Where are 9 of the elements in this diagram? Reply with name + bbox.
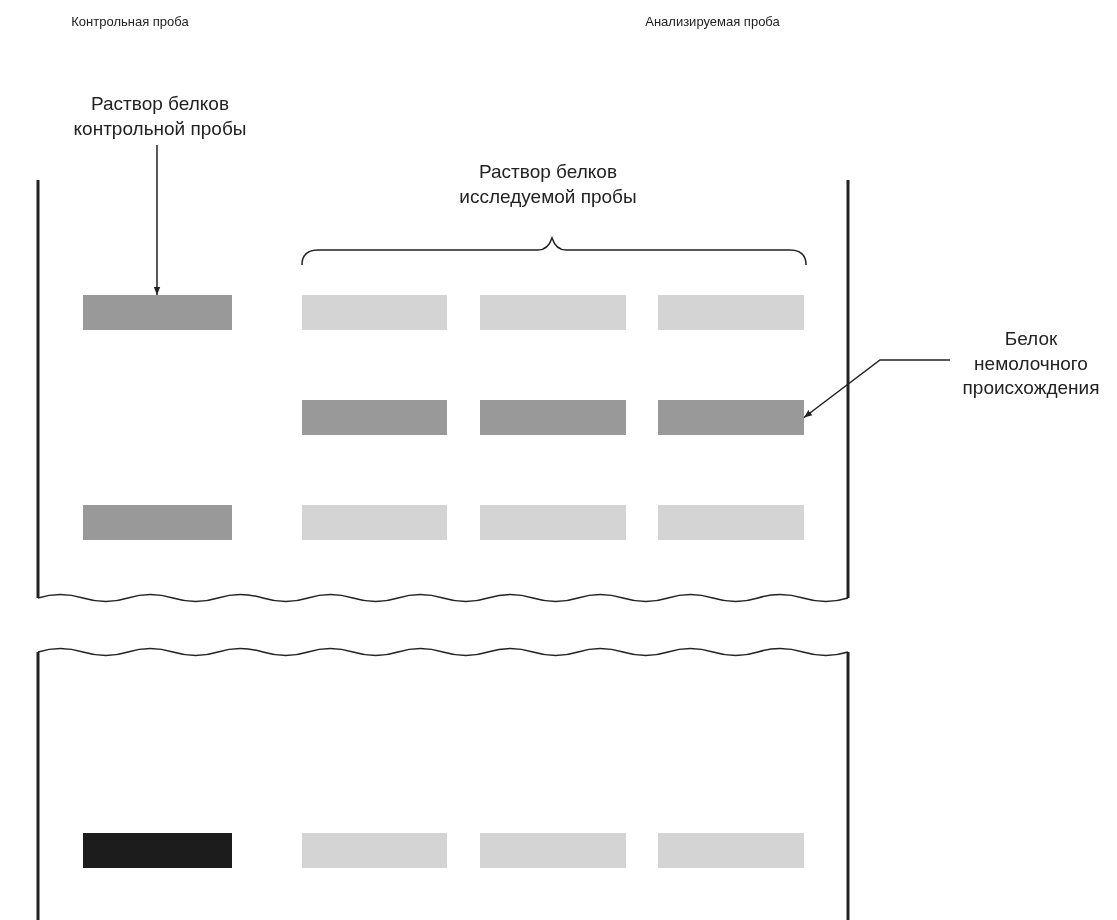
column-label: Анализируемая проба — [644, 14, 781, 31]
arrow — [153, 144, 161, 296]
protein-band — [83, 295, 232, 330]
column-label: Контрольная проба — [70, 14, 190, 31]
callout-text: Раствор белков контрольной пробы — [40, 92, 280, 142]
callout-text: Белок немолочного происхождения — [950, 327, 1112, 402]
protein-band — [658, 400, 804, 435]
leader-line — [803, 359, 951, 419]
bracket-label: Раствор белков исследуемой пробы — [458, 160, 638, 209]
